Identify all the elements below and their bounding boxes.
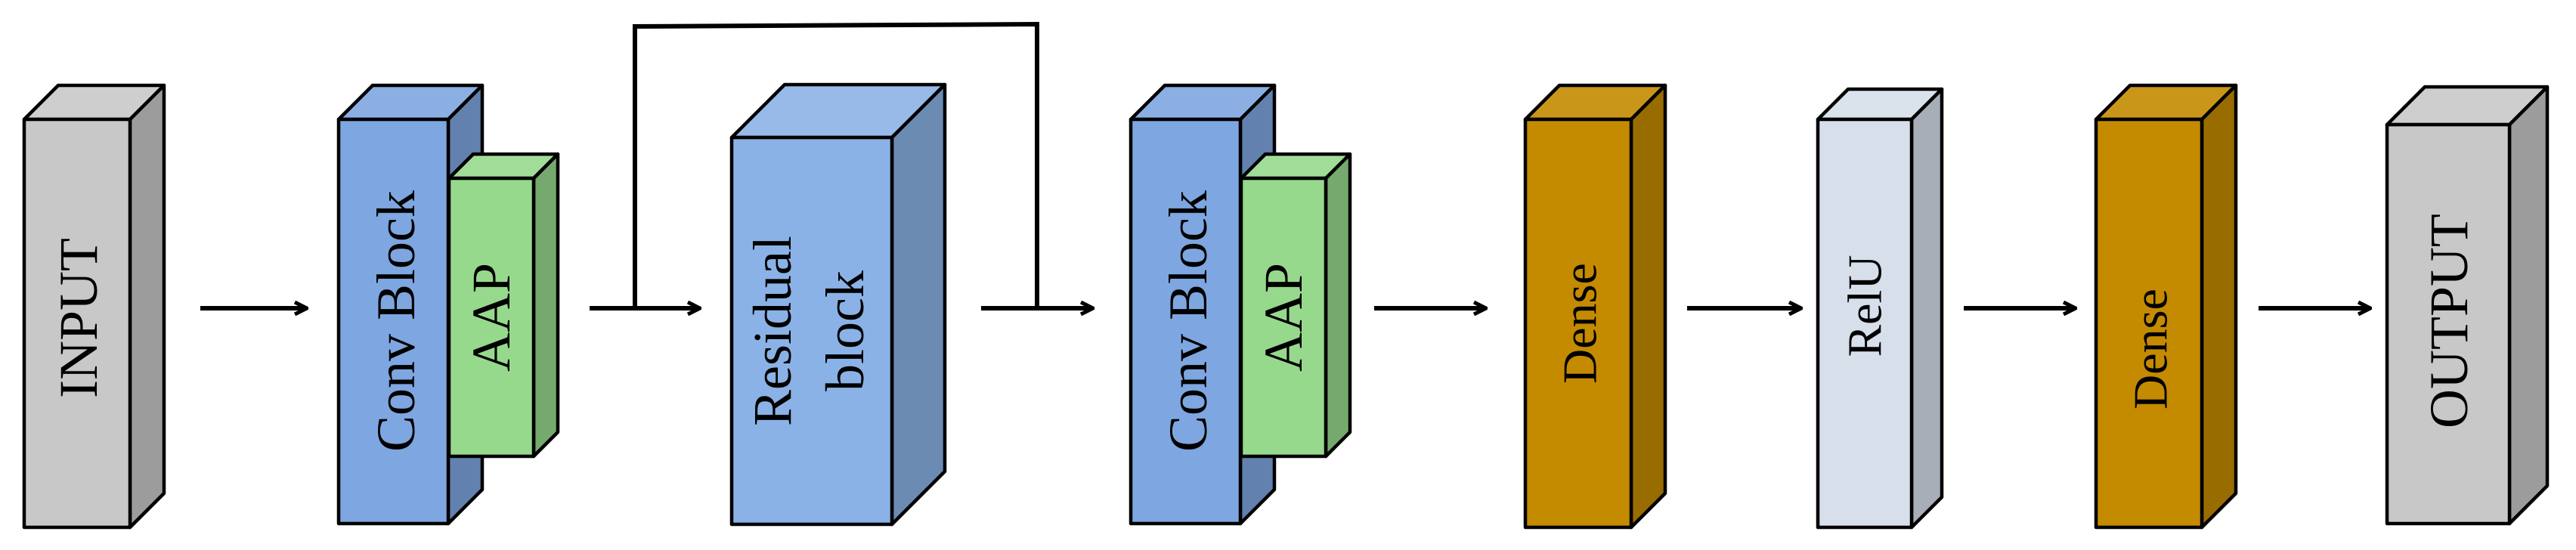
node-aap-1-label: AAP [461, 263, 522, 372]
node-residual-block-label-line1: Residual [742, 236, 803, 426]
box-front-face [2385, 122, 2512, 526]
box-side-face [2507, 85, 2550, 526]
box-side-face [1324, 152, 1352, 459]
node-input-label: INPUT [48, 238, 109, 398]
box-side-face [890, 82, 947, 527]
node-output-label: OUTPUT [2419, 214, 2479, 428]
node-aap-2-label: AAP [1253, 263, 1314, 372]
node-dense-1-label: Dense [1553, 263, 1607, 384]
box-side-face [531, 152, 560, 459]
box-front-face [1523, 117, 1633, 530]
box-front-face [1239, 176, 1328, 459]
node-conv-block-1-label: Conv Block [366, 190, 426, 452]
node-residual-block: Residual block [729, 82, 947, 527]
box-front-face [729, 135, 894, 527]
node-residual-block-label-line2: block [815, 270, 875, 391]
box-side-face [128, 83, 166, 530]
node-aap-2: AAP [1239, 152, 1352, 459]
box-front-face [2094, 117, 2204, 530]
node-conv-block-2-label: Conv Block [1158, 190, 1218, 452]
node-relu-label: RelU [1838, 255, 1892, 357]
edges [200, 21, 2370, 308]
box-side-face [1909, 87, 1944, 530]
node-output: OUTPUT [2385, 85, 2550, 526]
box-side-face [2200, 83, 2238, 530]
box-front-face [22, 117, 132, 530]
box-front-face [336, 117, 450, 526]
box-front-face [1816, 117, 1914, 530]
node-dense-2: Dense [2094, 83, 2238, 530]
box-front-face [1129, 117, 1243, 526]
node-aap-1: AAP [447, 152, 560, 459]
skip-connection-line [633, 21, 1039, 308]
node-dense-2-label: Dense [2124, 289, 2178, 409]
node-dense-1: Dense [1523, 83, 1667, 530]
node-input: INPUT [22, 83, 166, 530]
box-side-face [1629, 83, 1667, 530]
box-front-face [447, 176, 536, 459]
node-relu: RelU [1816, 87, 1944, 530]
